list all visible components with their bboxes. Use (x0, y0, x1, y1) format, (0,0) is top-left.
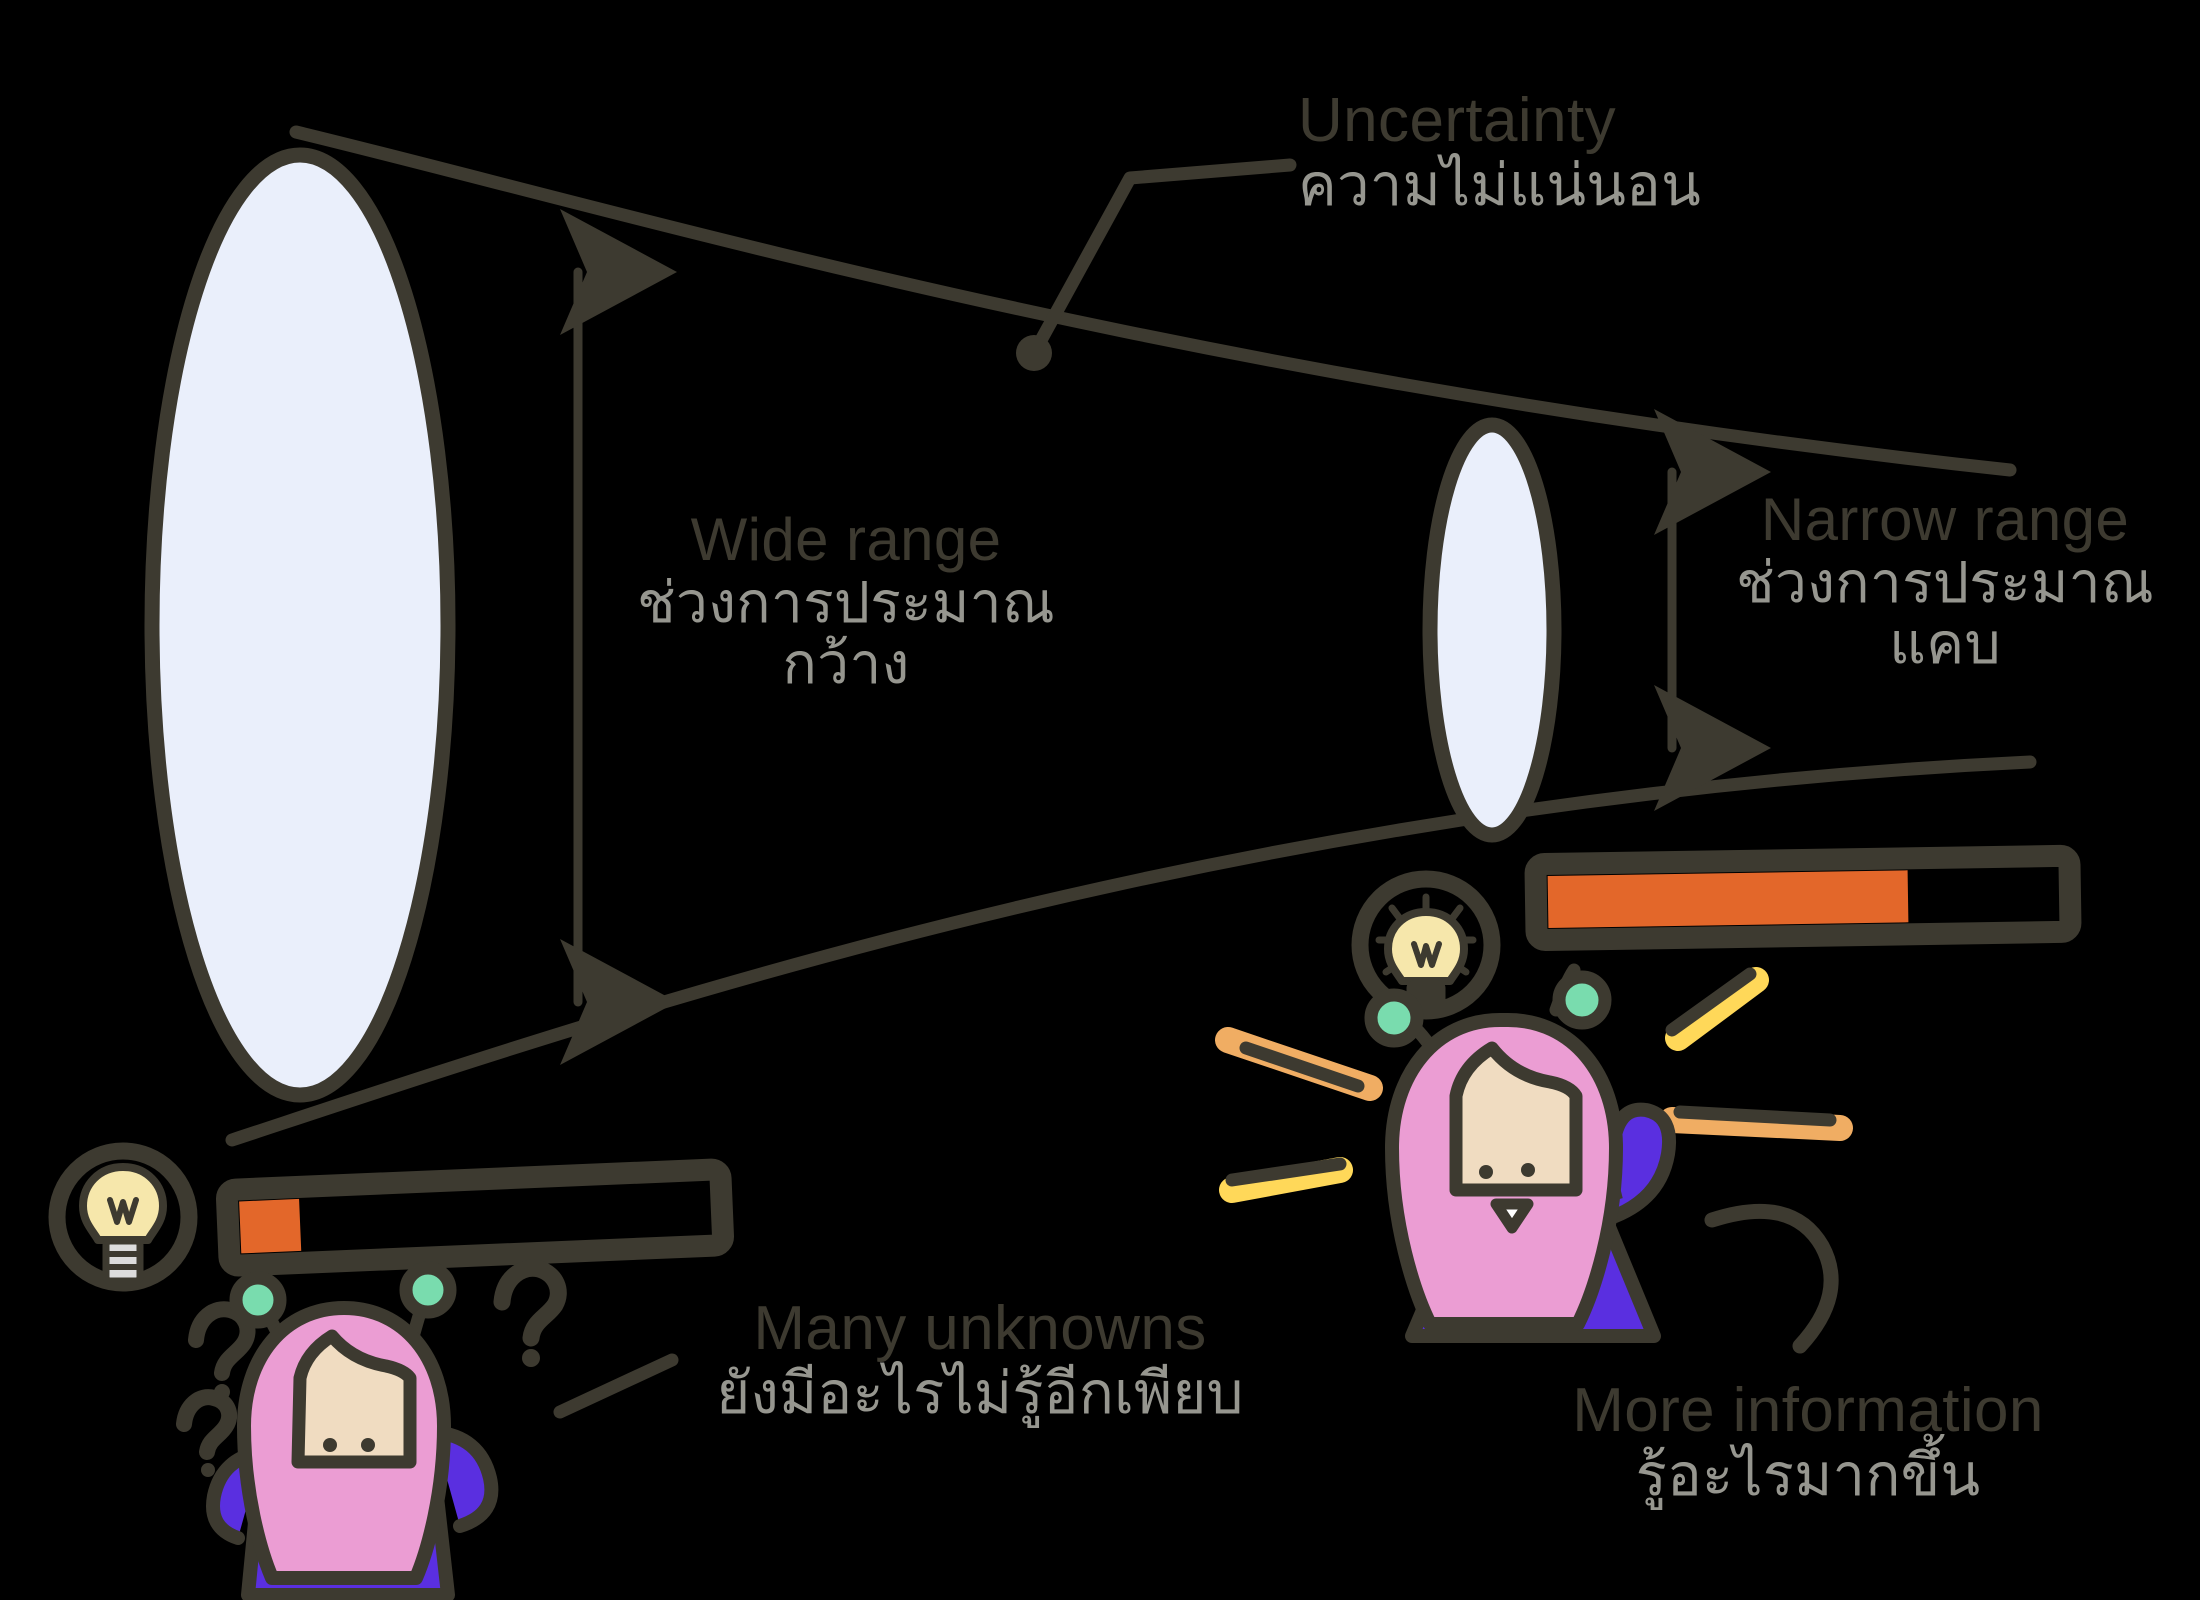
uncertainty-leader-line (1016, 158, 1297, 371)
label-wide-range-th-2: กว้าง (782, 632, 910, 697)
label-more-information-th: รู้อะไรมากขึ้น (1635, 1442, 1981, 1508)
character-face (1449, 1041, 1583, 1197)
uncertainty-marker-dot (1016, 335, 1052, 371)
antenna-ball (1364, 988, 1424, 1048)
antenna-ball (229, 1271, 287, 1329)
antenna-ball (399, 1261, 457, 1319)
label-uncertainty-th: ความไม่แน่นอน (1298, 152, 1701, 218)
swoosh-line (1704, 1203, 1839, 1354)
label-uncertainty-en: Uncertainty (1298, 86, 1616, 155)
label-narrow-range-en: Narrow range (1760, 486, 2130, 553)
cone-top-edge (289, 125, 2017, 477)
question-mark-icon (493, 1259, 567, 1367)
wide-range-ellipse (144, 147, 456, 1103)
label-more-information: More information รู้อะไรมากขึ้น (1518, 1376, 2098, 1508)
lightbulb-off-icon (48, 1142, 198, 1292)
label-more-information-en: More information (1572, 1376, 2044, 1445)
label-narrow-range-th-2: แคบ (1889, 612, 2001, 677)
label-many-unknowns-en: Many unknowns (753, 1294, 1207, 1363)
confetti-stick (1215, 1027, 1383, 1101)
character-face (291, 1329, 417, 1469)
antenna-ball (1552, 970, 1612, 1030)
question-mark-icon (176, 1389, 238, 1477)
narrow-range-ellipse (1422, 417, 1562, 843)
character-eye (1521, 1163, 1535, 1177)
label-uncertainty: Uncertainty ความไม่แน่นอน (1298, 86, 1701, 218)
question-mark-icon (188, 1301, 256, 1400)
character-eye (1479, 1165, 1493, 1179)
progress-fill-right (1547, 870, 1909, 928)
confetti-stick (1659, 1105, 1853, 1141)
label-wide-range-en: Wide range (690, 506, 1002, 573)
progress-fill-left (239, 1198, 302, 1254)
cone-bottom-edge (225, 755, 2037, 1147)
confetti-stick (1665, 967, 1769, 1051)
character-mouth (1490, 1198, 1534, 1234)
lightbulb-on-icon (1351, 870, 1501, 1020)
label-wide-range-th-1: ช่วงการประมาณ (637, 570, 1055, 635)
character-eye (323, 1438, 337, 1452)
knowledge-progress-left-group (48, 1142, 734, 1292)
knowledge-progress-right-group (1351, 844, 2082, 1020)
label-many-unknowns: Many unknowns ยังมีอะไรไม่รู้อีกเพียบ (700, 1294, 1260, 1426)
label-narrow-range-th-1: ช่วงการประมาณ (1736, 550, 2154, 615)
character-eye (361, 1438, 375, 1452)
label-many-unknowns-th: ยังมีอะไรไม่รู้อีกเพียบ (716, 1360, 1244, 1426)
progress-track-left[interactable] (215, 1158, 734, 1277)
confetti-stick (1219, 1157, 1353, 1203)
label-wide-range: Wide range ช่วงการประมาณ กว้าง (596, 506, 1096, 697)
confused-character (176, 1259, 567, 1600)
many-unknowns-leader-line (553, 1353, 679, 1419)
excited-character (1215, 963, 1853, 1354)
label-narrow-range: Narrow range ช่วงการประมาณ แคบ (1700, 486, 2190, 677)
